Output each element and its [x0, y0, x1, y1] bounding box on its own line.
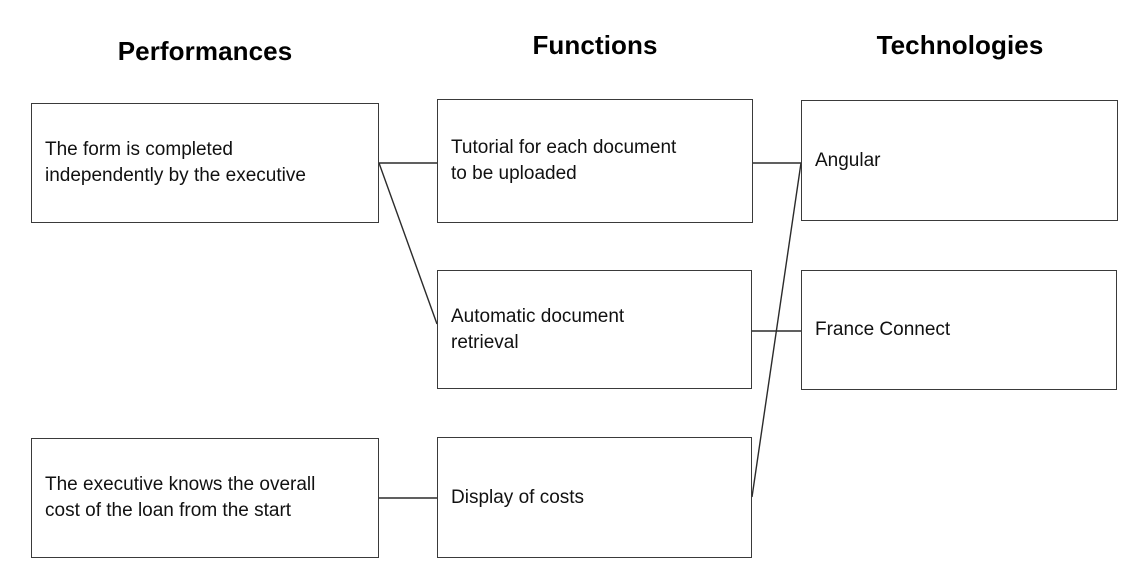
node-box-perf-overall-cost[interactable]: The executive knows the overall cost of …: [31, 438, 379, 558]
node-box-func-display-costs[interactable]: Display of costs: [437, 437, 752, 558]
connector-line: [378, 162, 438, 325]
node-label: France Connect: [815, 319, 951, 340]
node-box-func-tutorial-upload[interactable]: Tutorial for each document to be uploade…: [437, 99, 753, 223]
node-label: Tutorial for each document to be uploade…: [451, 137, 677, 184]
node-box-tech-angular[interactable]: Angular: [801, 100, 1118, 221]
node-label: Display of costs: [451, 486, 585, 508]
column-header-technologies: Technologies: [876, 30, 1044, 60]
node-label: The executive knows the overall cost of …: [45, 474, 316, 521]
node-label: Angular: [815, 149, 881, 171]
column-header-functions: Functions: [532, 30, 658, 60]
node-label: Automatic document retrieval: [451, 305, 625, 353]
node-box-perf-form-completed[interactable]: The form is completed independently by t…: [31, 103, 379, 223]
connector-line: [751, 162, 802, 498]
node-box-tech-france-connect[interactable]: France Connect: [801, 270, 1117, 390]
node-label: The form is completed independently by t…: [45, 139, 306, 186]
column-header-performances: Performances: [117, 36, 293, 66]
node-box-func-automatic-retrieval[interactable]: Automatic document retrieval: [437, 270, 752, 389]
